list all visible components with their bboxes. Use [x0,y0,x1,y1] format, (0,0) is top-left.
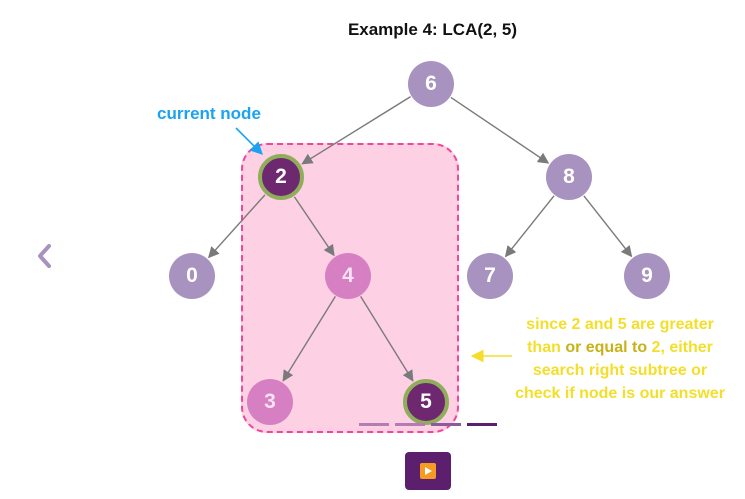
tree-node-2: 2 [258,154,304,200]
edge-2-4 [293,196,335,257]
current-node-pointer-arrow [235,127,263,155]
current-node-label: current node [157,104,261,123]
tree-node-5: 5 [403,379,449,425]
tree-node-7: 7 [467,253,513,299]
progress-step-1[interactable] [359,423,389,426]
explanation-note: since 2 and 5 are greater than or equal … [510,313,730,405]
tree-node-9: 9 [624,253,670,299]
edge-8-7 [504,195,555,258]
tree-node-6: 6 [408,61,454,107]
play-icon [420,463,436,479]
chevron-left-icon[interactable] [34,240,56,272]
edge-8-9 [583,195,633,258]
play-button[interactable] [405,452,451,490]
tree-node-0: 0 [169,253,215,299]
progress-step-4[interactable] [467,423,497,426]
page-title: Example 4: LCA(2, 5) [347,20,518,39]
progress-step-2[interactable] [395,423,425,426]
explanation-part-1: since 2 and 5 are greater than [526,316,714,356]
tree-node-8: 8 [546,154,592,200]
edge-6-2 [301,96,411,165]
tree-node-3: 3 [247,379,293,425]
explanation-emphasis: or equal to [565,339,648,356]
edge-2-0 [207,194,266,259]
explanation-part-3: 2, either search right subtree or check … [515,339,725,402]
edge-6-8 [450,96,550,164]
tree-node-4: 4 [325,253,371,299]
edge-4-3 [282,296,336,382]
edge-4-5 [360,296,414,382]
progress-step-3[interactable] [431,423,461,426]
